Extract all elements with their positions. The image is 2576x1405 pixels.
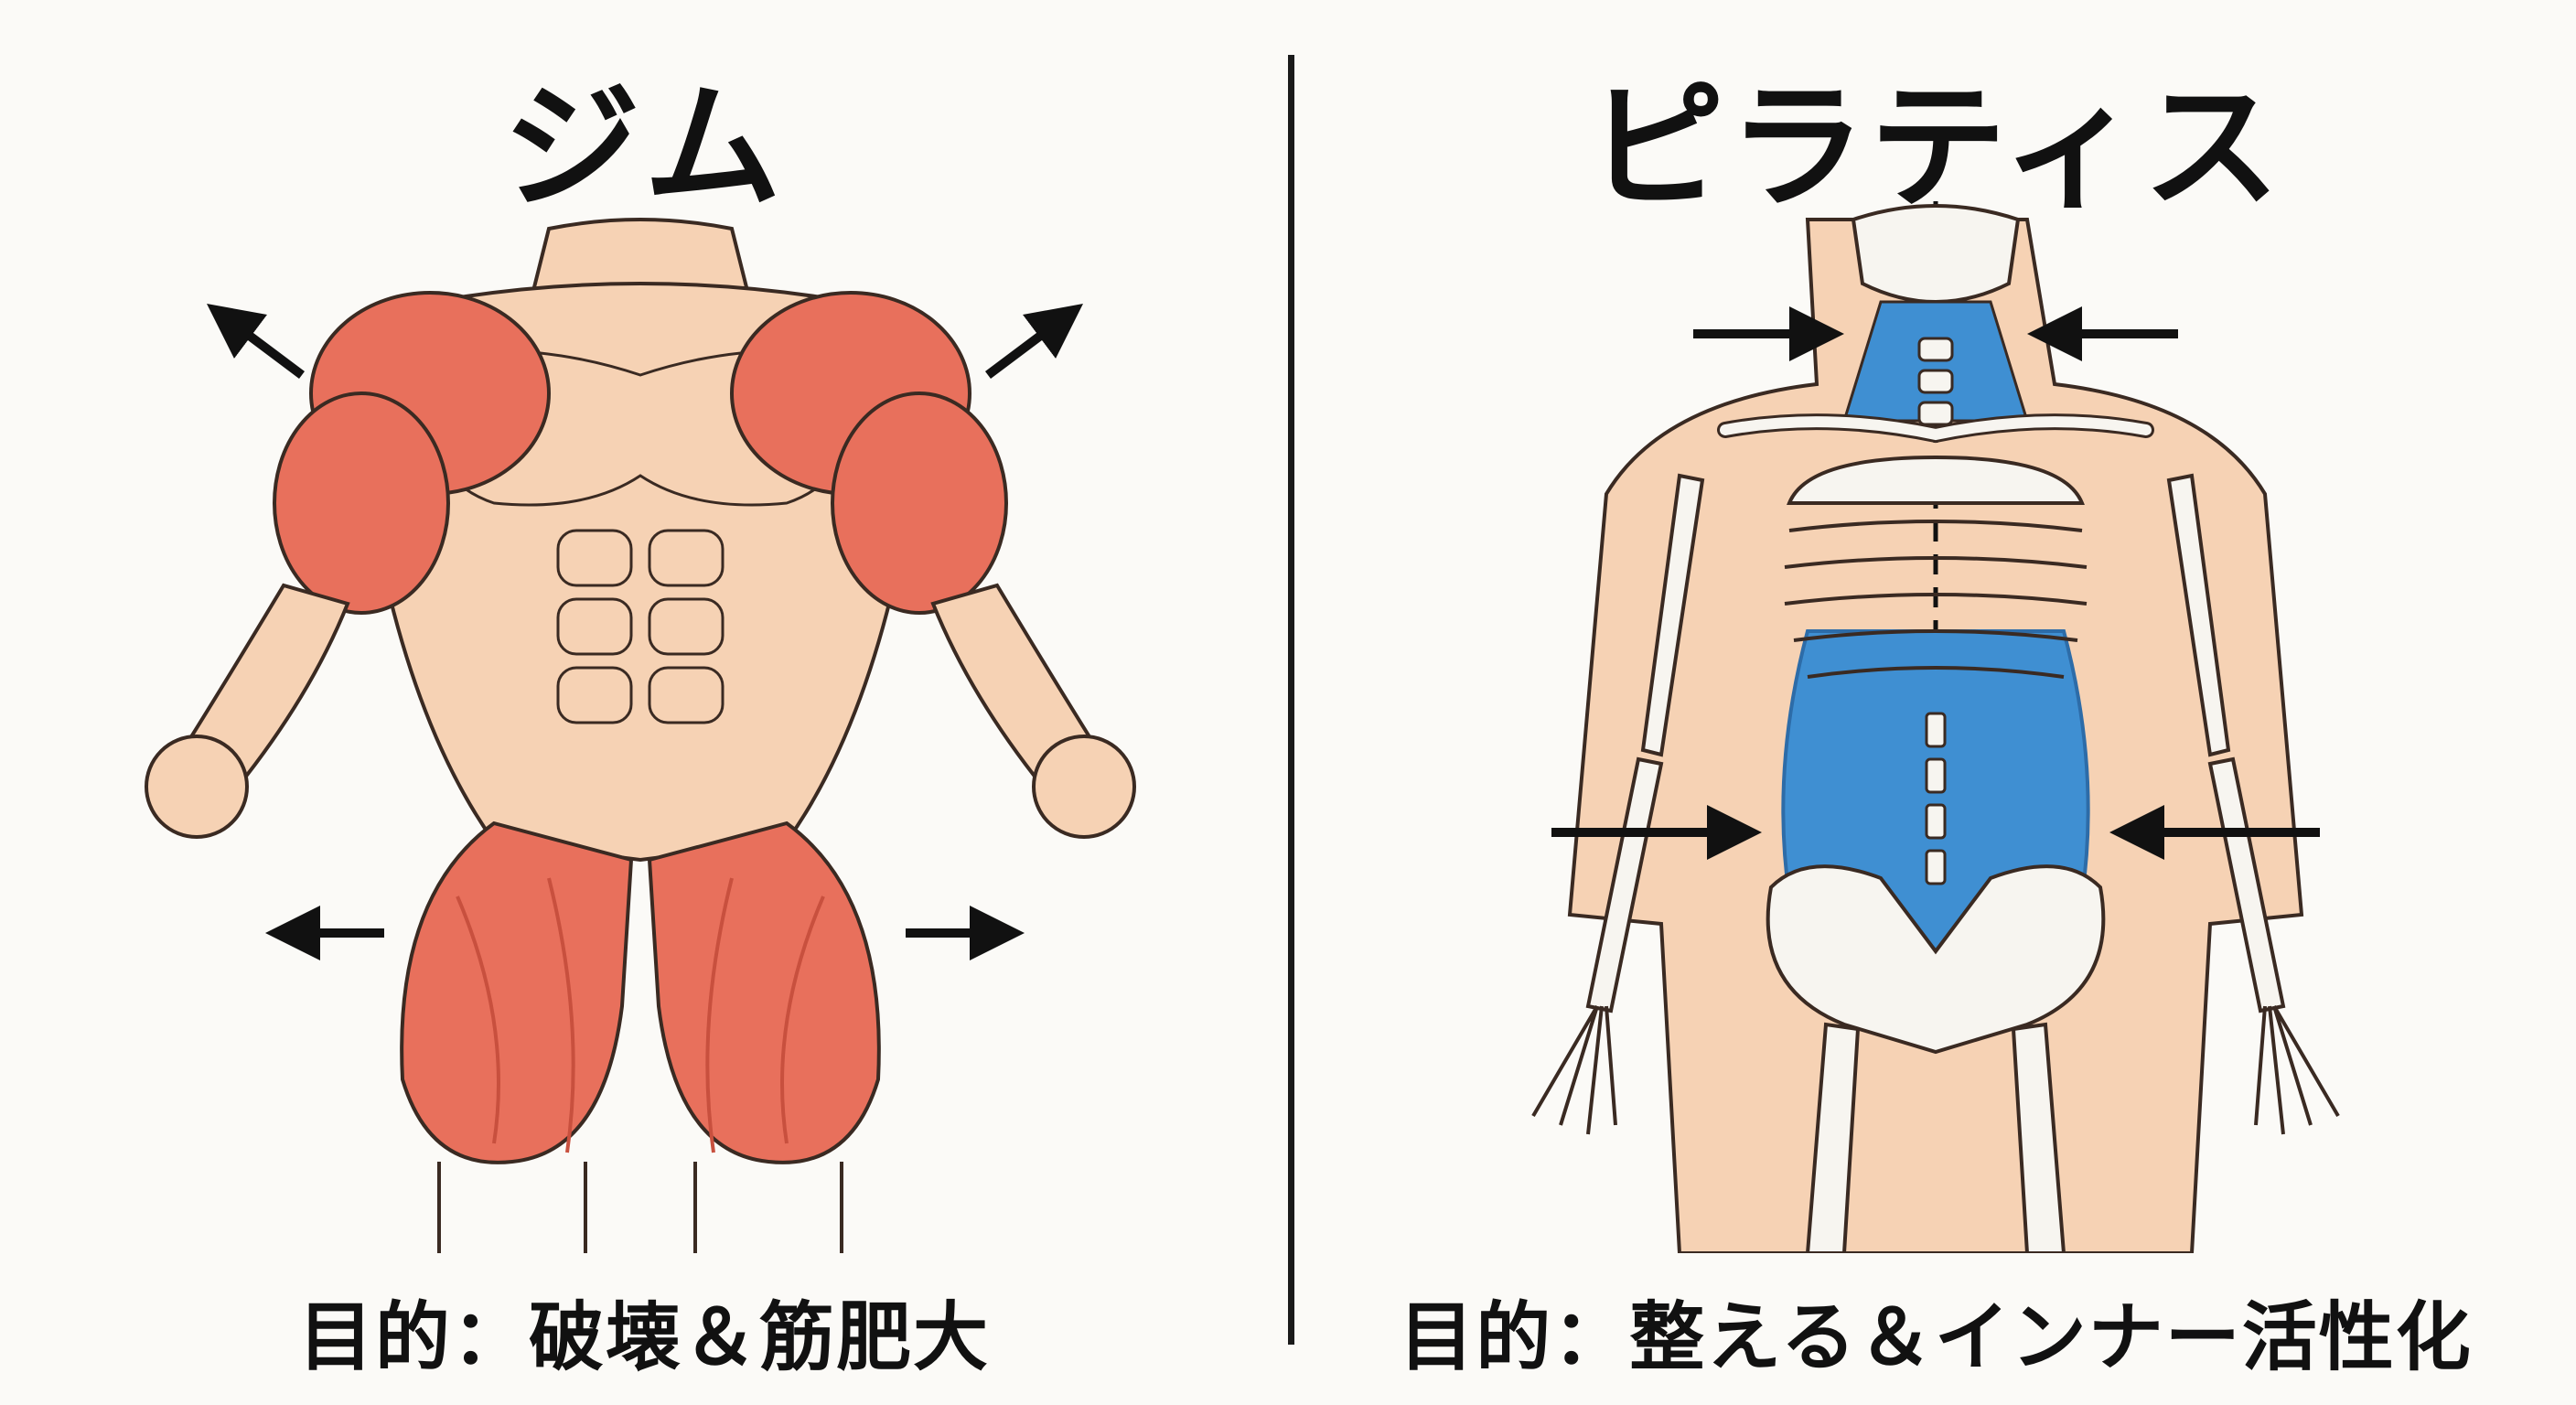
muscular-body-illustration — [145, 218, 1136, 1253]
arrow-outward-icon — [207, 304, 1083, 960]
pelvis — [1766, 864, 2106, 1055]
left-biceps — [273, 391, 450, 615]
neck — [528, 218, 753, 304]
skeleton-core-illustration — [1531, 201, 2340, 1253]
rib-cage — [1784, 455, 2088, 679]
left-thigh — [400, 820, 634, 1164]
arm-bones — [1585, 473, 2286, 1014]
pilates-panel: ピラティス — [1295, 0, 2576, 1405]
pectorals — [418, 349, 863, 507]
arrow-inward-icon — [1551, 306, 2320, 860]
gym-caption: 目的：破壊＆筋肥大 — [297, 1294, 990, 1381]
pilates-caption: 目的：整える＆インナー活性化 — [1399, 1294, 2473, 1381]
spine — [1917, 337, 1954, 885]
skull — [1851, 204, 2021, 304]
hands — [1531, 1004, 2340, 1135]
right-biceps — [831, 391, 1008, 615]
gym-panel: ジム — [145, 69, 1136, 1381]
left-fist — [145, 735, 249, 839]
right-fist — [1032, 735, 1136, 839]
center-divider — [1288, 55, 1294, 1345]
abdominals — [556, 529, 724, 724]
right-thigh — [647, 820, 881, 1164]
gym-title: ジム — [502, 69, 785, 228]
